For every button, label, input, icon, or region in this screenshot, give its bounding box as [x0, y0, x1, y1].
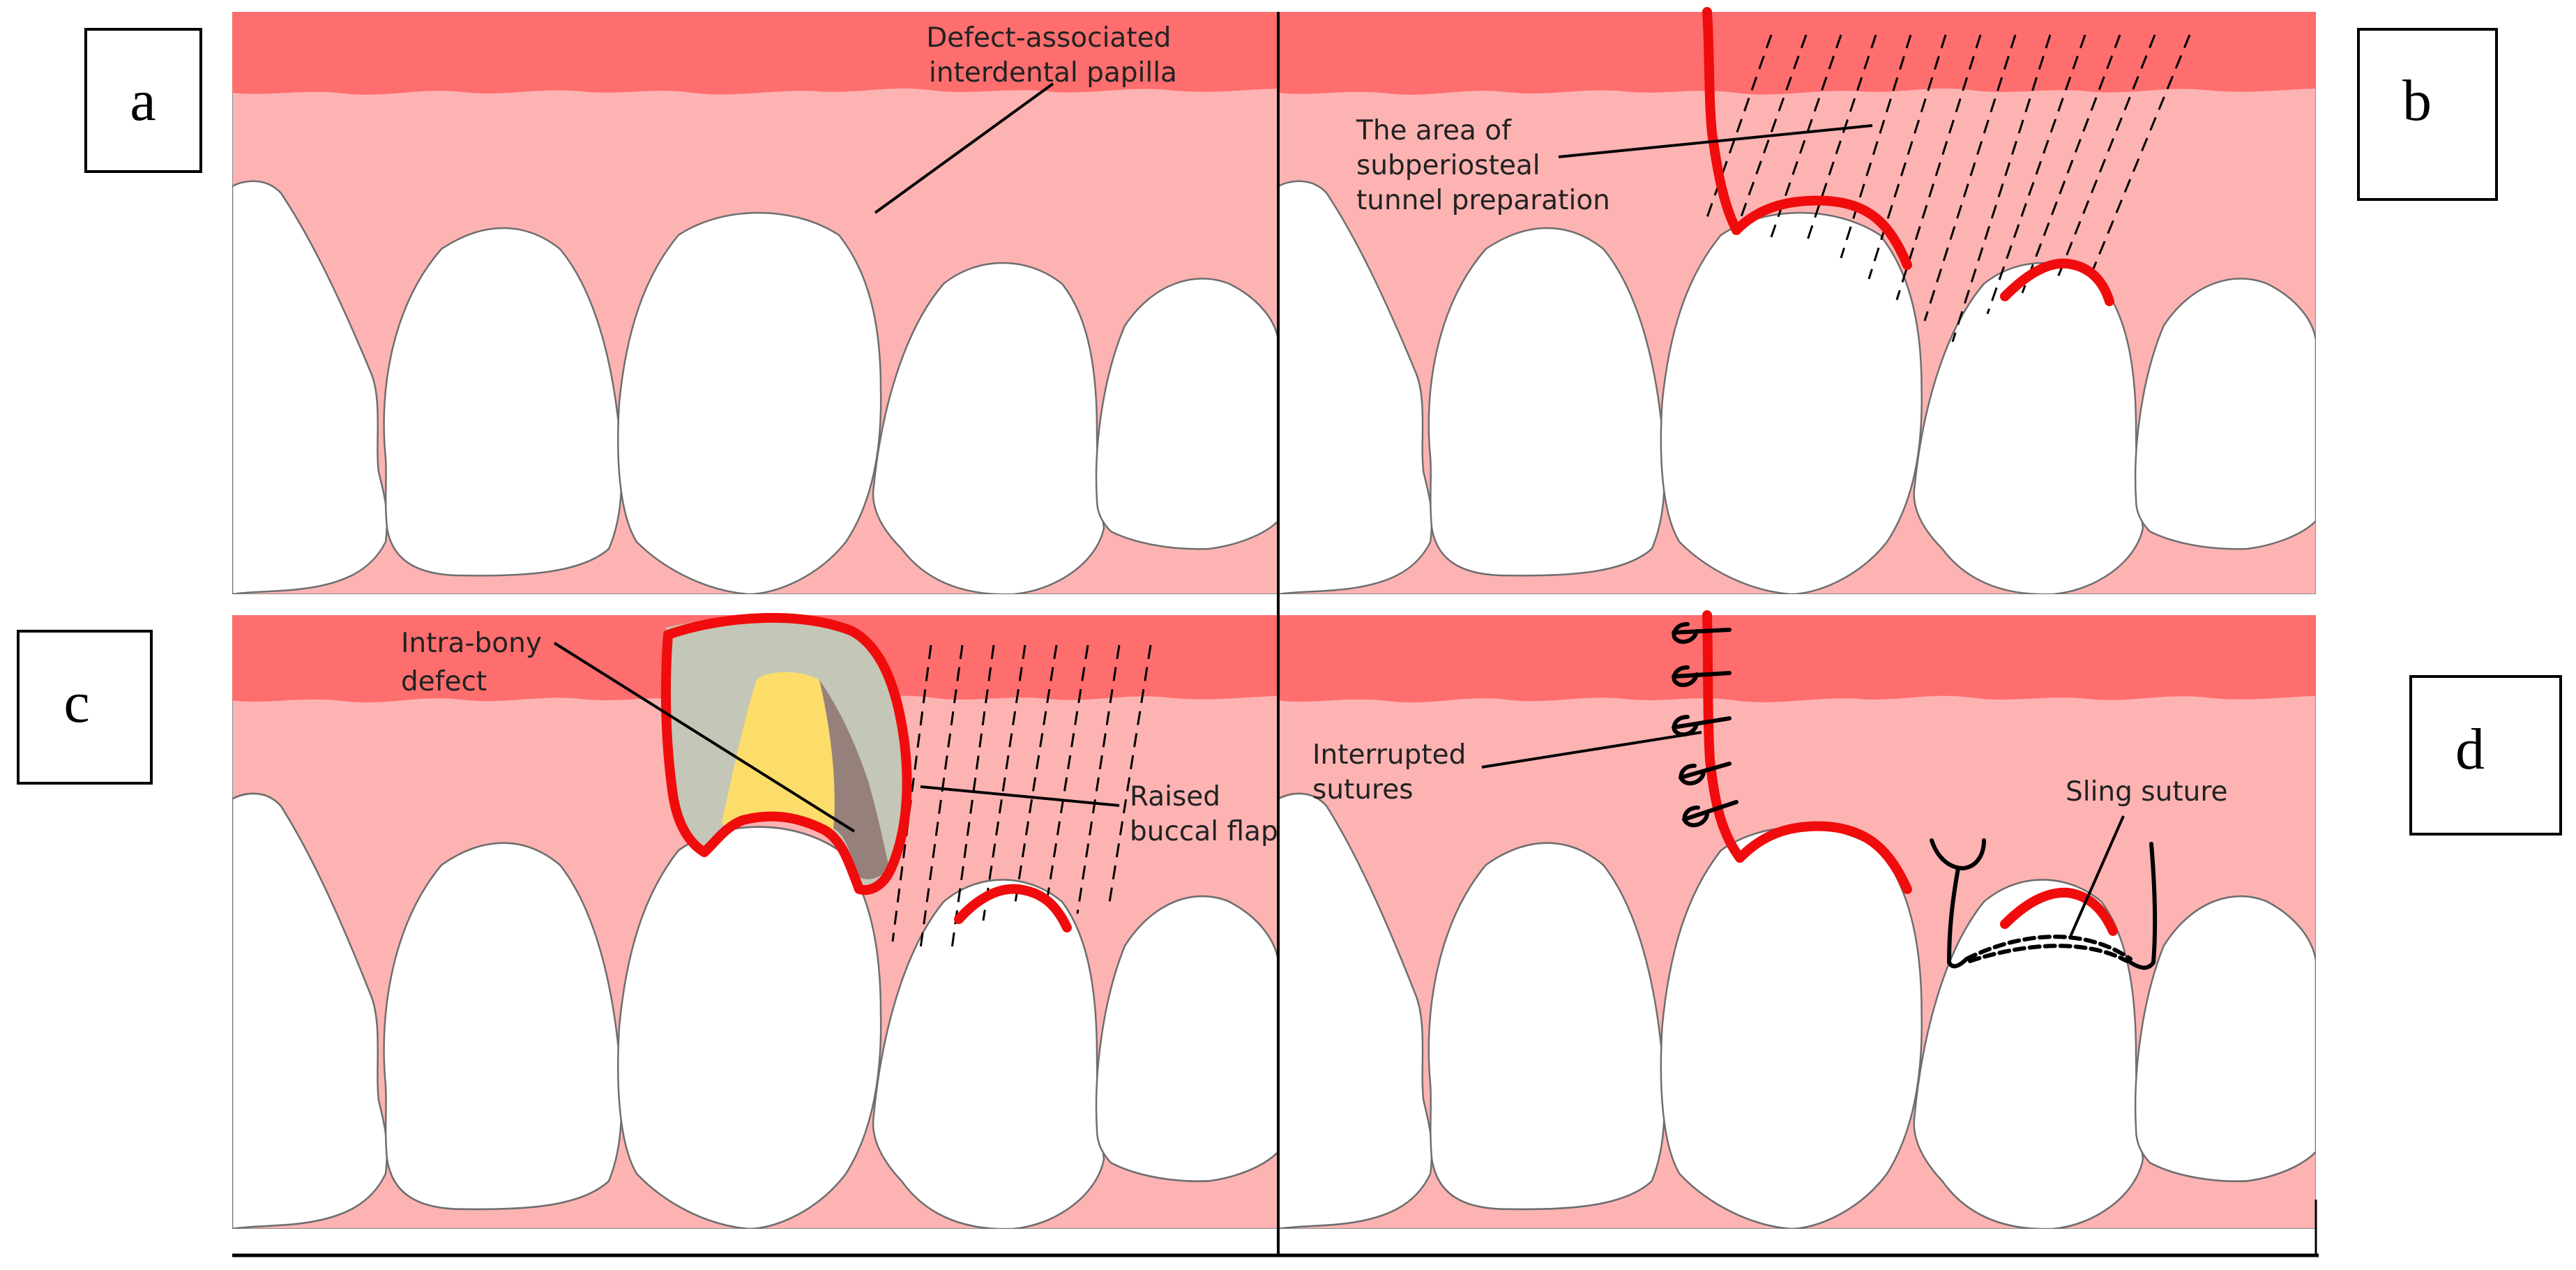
- panel-c-defect-label: Intra-bony defect: [401, 628, 550, 697]
- panel-c-hatching: [891, 644, 1152, 949]
- panel-b-vertical-incision: [1702, 7, 1741, 235]
- panel-b-leader: [1558, 124, 1873, 158]
- panel-a-leader: [874, 82, 1054, 214]
- panel-d-interrupted-leader: [1481, 731, 1702, 769]
- panel-d-sling-leader: [2068, 815, 2125, 939]
- panel-b-sulcular-incision: [1732, 195, 1912, 270]
- exposed-root-surface: [722, 672, 842, 830]
- panel-d-letter: d: [2455, 717, 2485, 782]
- panel-a-label: Defect-associated interdental papilla: [926, 22, 1180, 89]
- defect-shadow: [819, 680, 889, 879]
- panel-b-hatching: [1704, 34, 2191, 342]
- panel-a-letter: a: [130, 68, 156, 133]
- panel-c-flap-label: Raised buccal flap: [1130, 781, 1278, 847]
- panel-c-papilla-incision: [954, 884, 1072, 932]
- panel-c-defect-leader: [553, 642, 856, 833]
- panel-d-sulcular-incision: [1735, 821, 1912, 894]
- panel-a-illustration: [232, 12, 1278, 594]
- panel-b-illustration: [1278, 12, 2316, 594]
- intra-bony-defect: [663, 616, 907, 889]
- panel-c-letter-box: c: [17, 630, 153, 785]
- panel-b-label: The area of subperiosteal tunnel prepara…: [1356, 115, 1610, 216]
- panel-b-papilla-incision: [2000, 258, 2114, 306]
- sling-suture: [1930, 838, 2158, 970]
- panel-d-interrupted-label: Interrupted sutures: [1312, 739, 1475, 806]
- panel-d-letter-box: d: [2409, 675, 2562, 836]
- panel-c-flap-leader: [920, 785, 1120, 807]
- panel-b-letter-box: b: [2357, 28, 2498, 201]
- panel-b-letter: b: [2402, 68, 2432, 133]
- panel-d-vertical-incision: [1702, 610, 1745, 863]
- panel-d-sling-label: Sling suture: [2066, 776, 2228, 808]
- panel-a-letter-box: a: [84, 28, 202, 173]
- panel-c-letter: c: [63, 670, 89, 735]
- interrupted-sutures: [1672, 622, 1738, 828]
- panel-d-papilla-incision: [2000, 887, 2118, 936]
- panel-d-illustration: [1278, 615, 2316, 1229]
